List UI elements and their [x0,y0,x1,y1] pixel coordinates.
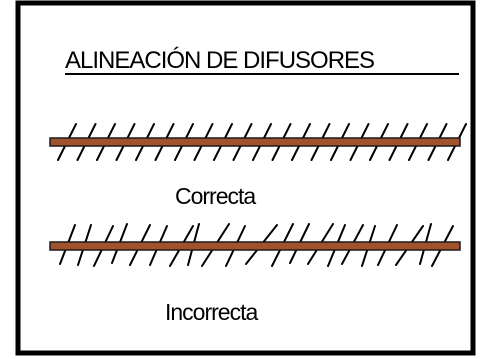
diagram-title: ALINEACIÓN DE DIFUSORES [65,47,374,74]
incorrect-diffuser [49,223,461,267]
correct-diffuser [49,123,467,161]
correct-diffuser-pipe [49,137,461,147]
incorrect-diffuser-pipe [49,241,461,251]
correct-label: Correcta [175,183,256,209]
diagram-border [15,0,476,356]
incorrect-label: Incorrecta [165,299,258,325]
